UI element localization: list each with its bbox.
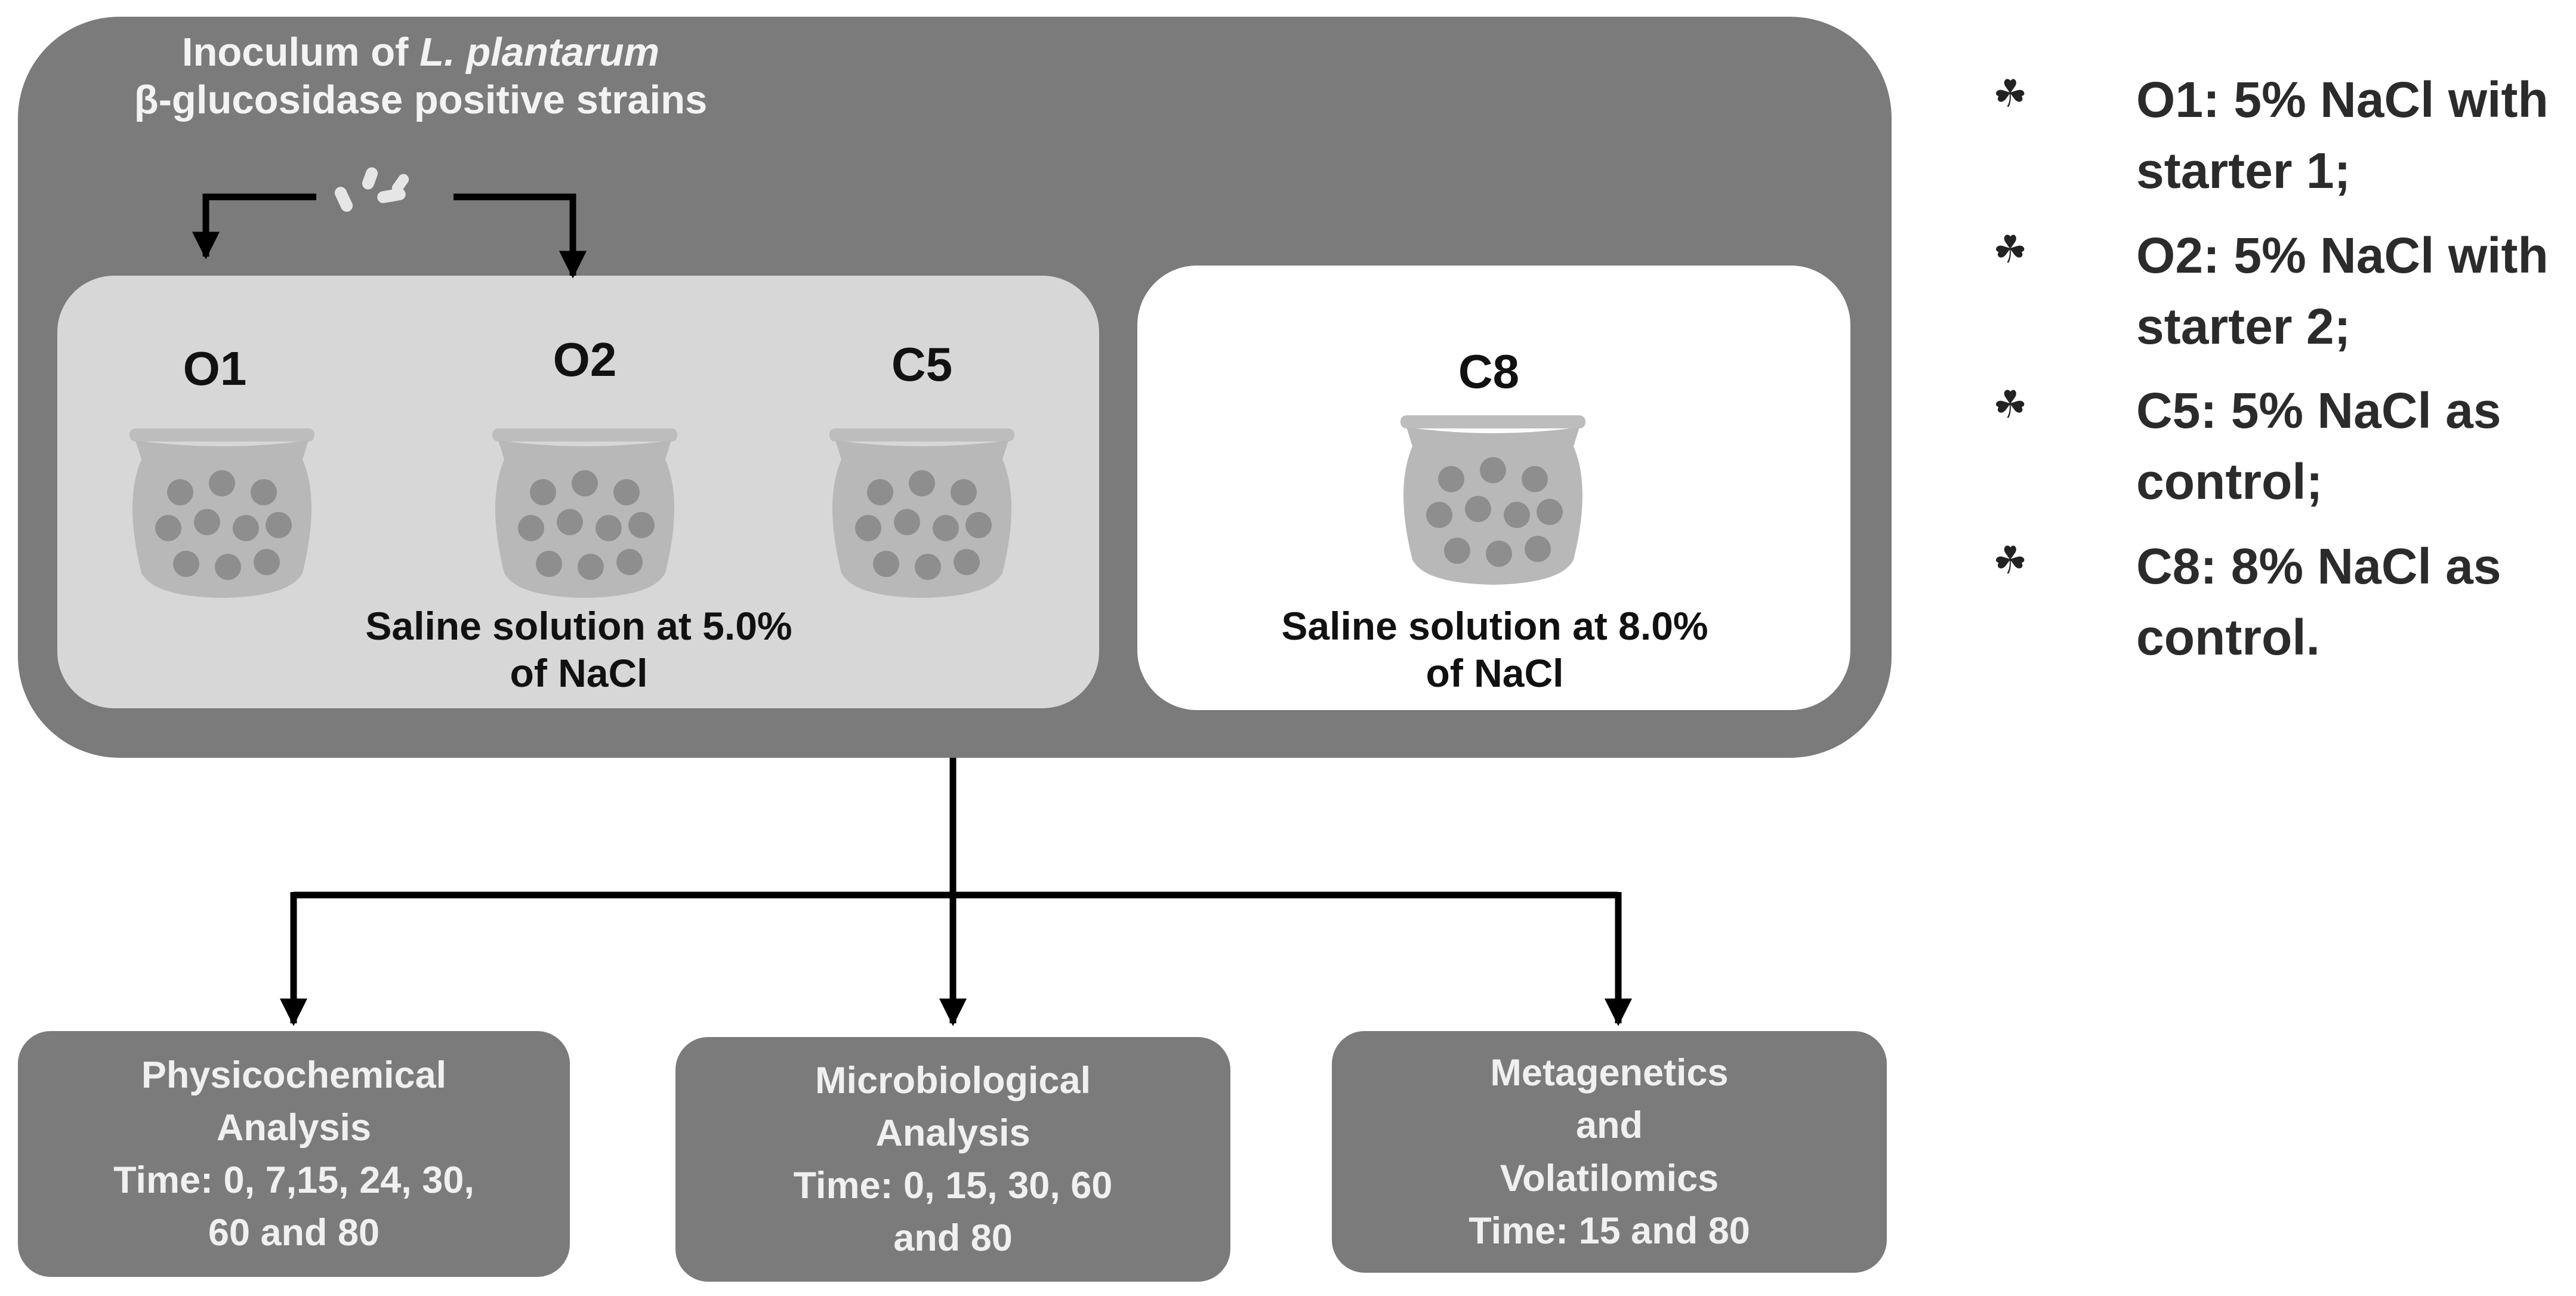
saline-5-line1: Saline solution at 5.0%	[365, 604, 792, 648]
metagenetics-volatilomics-box: Metagenetics and Volatilomics Time: 15 a…	[1332, 1031, 1887, 1273]
olive-jar-icon	[129, 428, 314, 598]
sample-label-o2: O2	[553, 333, 617, 386]
saline-8-line1: Saline solution at 8.0%	[1281, 604, 1708, 648]
analysis-line: Metagenetics	[1490, 1052, 1729, 1094]
saline-5-line2: of NaCl	[510, 651, 648, 696]
inoculum-label: Inoculum of L. plantarum β-glucosidase p…	[113, 29, 728, 125]
inoculum-line2: β-glucosidase positive strains	[134, 78, 708, 123]
legend-item: ☘ O1: 5% NaCl with starter 1;	[1993, 64, 2566, 207]
microbiological-analysis-box: Microbiological Analysis Time: 0, 15, 30…	[675, 1037, 1230, 1282]
analysis-line: and 80	[893, 1217, 1013, 1260]
olive-branch-icon: ☘	[1993, 72, 2028, 115]
sample-label-c5: C5	[891, 338, 953, 391]
sample-label-o1: O1	[183, 342, 247, 395]
olive-jar-icon	[1400, 415, 1585, 585]
legend-item: ☘ C8: 8% NaCl as control.	[1993, 531, 2566, 674]
olive-jar-icon	[829, 428, 1014, 598]
saline-8-line2: of NaCl	[1426, 651, 1564, 696]
inoculum-line1-prefix: Inoculum of	[181, 30, 420, 75]
olive-jar-icon	[492, 428, 677, 598]
inoculum-arrow-right	[454, 193, 587, 279]
inoculum-arrow-left	[192, 193, 316, 260]
olive-branch-icon: ☘	[1993, 538, 2028, 582]
saline-5-label: Saline solution at 5.0% of NaCl	[310, 603, 847, 697]
legend-text: O2: 5% NaCl with starter 2;	[2136, 227, 2549, 354]
analysis-line: Analysis	[216, 1106, 372, 1149]
saline-8-label: Saline solution at 8.0% of NaCl	[1226, 603, 1763, 697]
analysis-line: Microbiological	[815, 1059, 1091, 1101]
olive-branch-icon: ☘	[1993, 227, 2028, 271]
legend-item: ☘ C5: 5% NaCl as control;	[1993, 375, 2566, 518]
legend-text: C8: 8% NaCl as control.	[2136, 538, 2501, 665]
bacteria-icon	[334, 167, 409, 212]
analysis-line: and	[1575, 1104, 1643, 1147]
analysis-line: Volatilomics	[1500, 1157, 1719, 1199]
legend-text: O1: 5% NaCl with starter 1;	[2136, 72, 2549, 199]
analysis-line: Time: 0, 7,15, 24, 30,	[113, 1159, 474, 1201]
species-name: L. plantarum	[419, 30, 660, 75]
olive-branch-icon: ☘	[1993, 383, 2028, 427]
sample-label-c8: C8	[1458, 345, 1520, 398]
analysis-line: Analysis	[875, 1112, 1031, 1154]
analysis-line: 60 and 80	[208, 1212, 380, 1254]
analysis-line: Physicochemical	[141, 1054, 447, 1096]
treatment-legend: ☘ O1: 5% NaCl with starter 1; ☘ O2: 5% N…	[1993, 64, 2566, 686]
analysis-line: Time: 15 and 80	[1469, 1209, 1750, 1252]
analysis-line: Time: 0, 15, 30, 60	[793, 1165, 1113, 1206]
legend-item: ☘ O2: 5% NaCl with starter 2;	[1993, 220, 2566, 363]
physicochemical-analysis-box: Physicochemical Analysis Time: 0, 7,15, …	[18, 1031, 570, 1277]
legend-text: C5: 5% NaCl as control;	[2136, 382, 2501, 510]
